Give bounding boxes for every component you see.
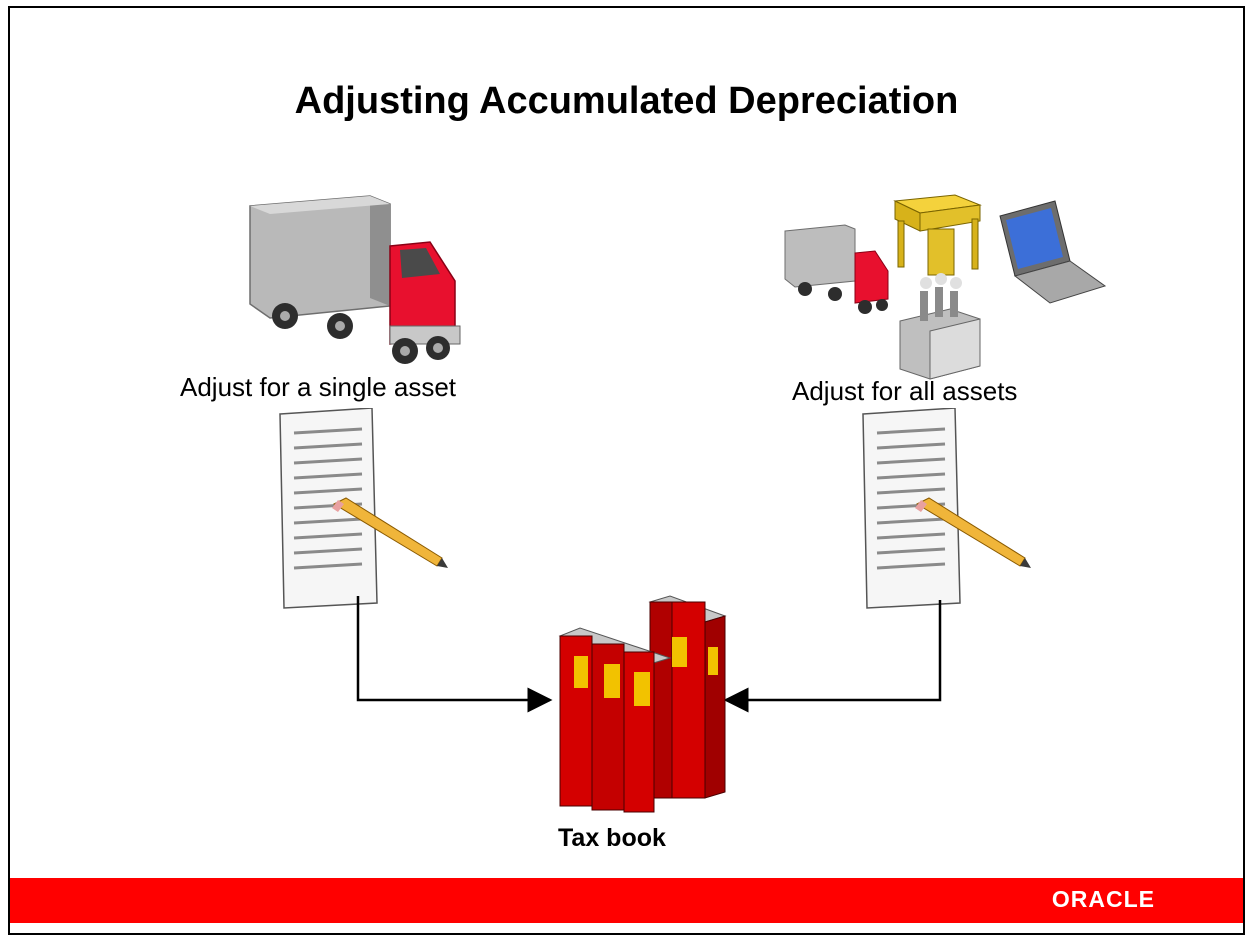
slide: Adjusting Accumulated Depreciation Adjus… <box>8 6 1245 935</box>
single-asset-label: Adjust for a single asset <box>180 372 457 402</box>
assets-group-icon <box>784 194 1107 380</box>
connector-arrows <box>356 596 942 713</box>
slide-title: Adjusting Accumulated Depreciation <box>294 80 959 122</box>
oracle-logo: ORACLE <box>1051 886 1155 912</box>
books-icon <box>558 595 727 813</box>
footer-bar: ORACLE <box>10 878 1243 923</box>
document-pencil-icon <box>862 408 1031 609</box>
tax-book-label: Tax book <box>558 824 666 852</box>
all-assets-label: Adjust for all assets <box>792 376 1018 406</box>
document-pencil-icon <box>279 408 448 609</box>
truck-icon <box>249 195 461 364</box>
